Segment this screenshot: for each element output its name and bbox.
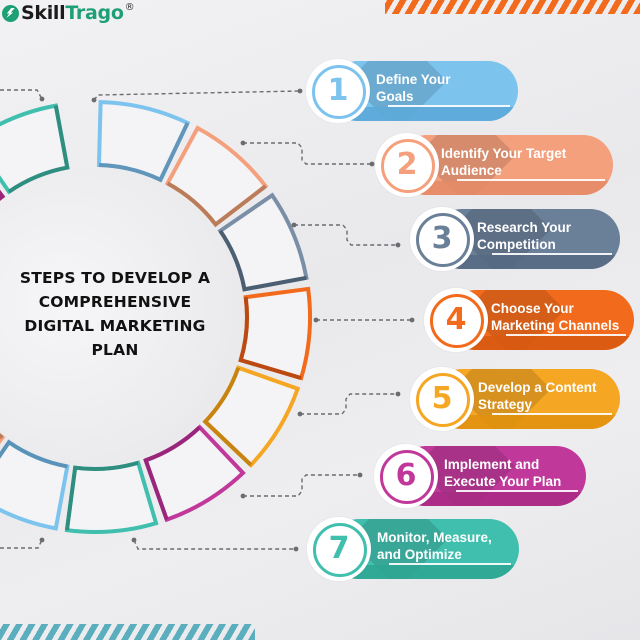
title-line-4: PLAN — [91, 341, 139, 359]
step-1-badge: 1 — [306, 59, 370, 123]
step-4-badge-ring — [430, 294, 484, 348]
ring-segment-edge — [64, 460, 139, 531]
ring-hub — [0, 169, 243, 465]
step-6-badge: 6 — [374, 444, 438, 508]
step-card-2: Identify Your Target Audience 2 — [375, 133, 613, 197]
step-card-1: Define Your Goals 1 — [306, 59, 518, 123]
ring-segment-edge — [143, 425, 202, 521]
step-3-badge: 3 — [410, 207, 474, 271]
step-1-number: 1 — [327, 73, 349, 108]
ring-segment-edge — [238, 296, 302, 380]
connector-step-2 — [243, 142, 372, 165]
title-line-2: COMPREHENSIVE — [38, 293, 192, 311]
step-5-badge-ring — [416, 373, 470, 427]
connector-step-3 — [294, 224, 398, 246]
step-card-6: Implement and Execute Your Plan 6 — [374, 444, 586, 508]
ring-segment-edge — [0, 439, 68, 469]
title-line-3: DIGITAL MARKETING — [24, 317, 206, 335]
connector-dots — [39, 88, 415, 552]
step-3-label: Research Your Competition — [477, 220, 572, 252]
step-6-badge-ring — [380, 450, 434, 504]
trademark-symbol: ® — [124, 1, 135, 13]
step-2-badge: 2 — [375, 133, 439, 197]
step-6-label: Implement and Execute Your Plan — [444, 457, 562, 489]
step-2-label: Identify Your Target Audience — [441, 146, 567, 178]
step-6-number: 6 — [395, 458, 417, 493]
step-3-badge-ring — [416, 213, 470, 267]
decorative-stripes-top — [385, 0, 640, 14]
step-2-badge-ring — [381, 139, 435, 193]
step-card-5: Develop a Content Strategy 5 — [410, 367, 620, 431]
ring-segment-edge — [166, 181, 267, 228]
step-2-number: 2 — [396, 147, 418, 182]
step-4-number: 4 — [445, 302, 467, 337]
step-7-badge-ring — [313, 523, 367, 577]
connector-step-1 — [93, 90, 301, 101]
step-card-4: Choose Your Marketing Channels 4 — [424, 288, 634, 352]
ring-segment-edge — [98, 122, 190, 183]
ring-segment-edge — [218, 229, 307, 292]
connector-step-7 — [133, 539, 296, 550]
skilltrago-logo-icon — [2, 4, 19, 22]
connector-left-top — [0, 89, 43, 100]
decorative-stripes-bottom — [0, 624, 255, 640]
step-3-number: 3 — [431, 221, 453, 256]
ring-segment-edge — [0, 189, 6, 202]
step-4-badge: 4 — [424, 288, 488, 352]
step-1-badge-ring — [312, 65, 366, 119]
step-7-badge: 7 — [307, 517, 371, 581]
ring-segment-edge — [202, 367, 253, 467]
title-line-1: STEPS TO DEVELOP A — [19, 269, 211, 287]
step-7-number: 7 — [328, 531, 350, 566]
step-5-badge: 5 — [410, 367, 474, 431]
page-title: STEPS TO DEVELOP A COMPREHENSIVE DIGITAL… — [0, 266, 230, 362]
step-5-number: 5 — [431, 381, 453, 416]
brand-logo: Skill Trago ® — [2, 1, 135, 24]
brand-name-part2: Trago — [65, 2, 124, 24]
connector-step-5 — [300, 393, 398, 415]
step-5-pill: Develop a Content Strategy — [432, 369, 620, 429]
ring-segment — [64, 460, 159, 534]
brand-name-part1: Skill — [21, 2, 66, 24]
step-card-3: Research Your Competition 3 — [410, 207, 620, 271]
connector-step-6 — [243, 474, 360, 497]
step-7-label: Monitor, Measure, and Optimize — [377, 530, 492, 562]
ring-segments — [0, 100, 312, 534]
step-1-label: Define Your Goals — [376, 72, 451, 104]
step-4-label: Choose Your Marketing Channels — [491, 301, 620, 333]
ring-segment-edge — [7, 105, 70, 194]
connector-left-bottom — [0, 539, 43, 549]
step-card-7: Monitor, Measure, and Optimize 7 — [307, 517, 519, 581]
step-5-label: Develop a Content Strategy — [478, 380, 597, 412]
